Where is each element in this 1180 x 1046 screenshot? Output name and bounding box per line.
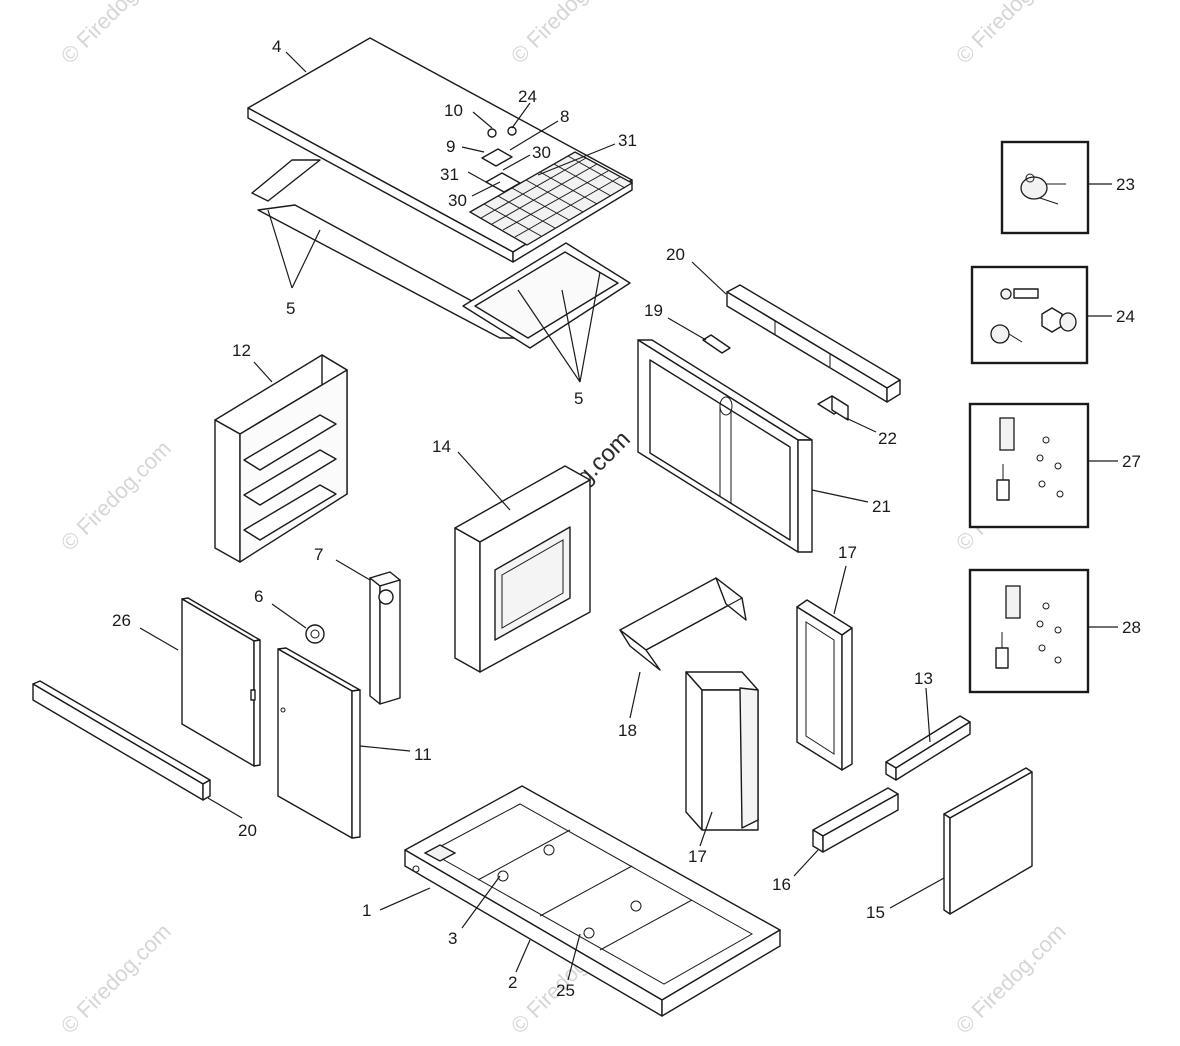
part-rail-upper: [726, 284, 901, 403]
callout-30: 30: [448, 191, 467, 210]
watermark: © Firedog.com: [951, 919, 1071, 1039]
callout-12: 12: [232, 341, 251, 360]
callout-17: 17: [688, 847, 707, 866]
callout-27: 27: [1122, 452, 1141, 471]
watermark: © Firedog.com: [56, 0, 176, 69]
part-rear-frame: [637, 339, 813, 553]
callout-9: 9: [446, 137, 455, 156]
callout-25: 25: [556, 981, 575, 1000]
part-center-panel: [454, 465, 591, 673]
callout-19: 19: [644, 301, 663, 320]
callout-31: 31: [618, 131, 637, 150]
callout-labels: 4 10 24 9 8 31 30 31 30 5 5 20 19 12 14 …: [112, 37, 1141, 1000]
callout-22: 22: [878, 429, 897, 448]
part-end-panel: [943, 767, 1033, 915]
callout-11: 11: [414, 745, 432, 764]
part-rail-lower: [32, 680, 211, 801]
part-knob: [305, 624, 325, 644]
part-rail-short: [885, 715, 971, 781]
callout-13: 13: [914, 669, 933, 688]
part-side-panel: [685, 671, 759, 831]
callout-23: 23: [1116, 175, 1135, 194]
callout-20: 20: [238, 821, 257, 840]
callout-28: 28: [1122, 618, 1141, 637]
part-bracket: [817, 395, 849, 421]
callout-26: 26: [112, 611, 131, 630]
callout-5: 5: [574, 389, 583, 408]
kit-box-lock-keys: [1000, 140, 1090, 235]
part-base-frame: [404, 785, 781, 1017]
callout-17: 17: [838, 543, 857, 562]
callout-24: 24: [518, 87, 537, 106]
callout-7: 7: [314, 545, 323, 564]
part-door-left: [181, 597, 261, 767]
part-gaskets: [251, 159, 631, 349]
callout-1: 1: [362, 901, 371, 920]
part-rail-bracket: [812, 787, 899, 853]
part-side-frame: [796, 599, 853, 771]
callout-8: 8: [560, 107, 569, 126]
leader-lines: [139, 51, 1118, 981]
callout-16: 16: [772, 875, 791, 894]
watermark: © Firedog.com: [506, 0, 626, 69]
kit-box-hinge-b: [968, 568, 1090, 694]
part-door-right: [277, 647, 361, 839]
callout-24: 24: [1116, 307, 1135, 326]
callout-3: 3: [448, 929, 457, 948]
part-shelf-unit: [214, 354, 348, 563]
part-corner-post: [369, 571, 401, 705]
part-small-plate: [702, 334, 731, 354]
kit-box-hinge-a: [968, 402, 1090, 529]
callout-4: 4: [272, 37, 281, 56]
watermark: © Firedog.com: [951, 0, 1071, 69]
callout-6: 6: [254, 587, 263, 606]
callout-2: 2: [508, 973, 517, 992]
watermark: © Firedog.com: [56, 436, 176, 556]
callout-31: 31: [440, 165, 459, 184]
callout-30: 30: [532, 143, 551, 162]
callout-20: 20: [666, 245, 685, 264]
watermark: © Firedog.com: [56, 919, 176, 1039]
part-tray: [619, 577, 747, 671]
callout-15: 15: [866, 903, 885, 922]
part-top-cover: [247, 37, 634, 263]
callout-5: 5: [286, 299, 295, 318]
callout-14: 14: [432, 437, 451, 456]
callout-18: 18: [618, 721, 637, 740]
callout-21: 21: [872, 497, 891, 516]
callout-10: 10: [444, 101, 463, 120]
kit-box-lock-assembly: [970, 265, 1089, 365]
